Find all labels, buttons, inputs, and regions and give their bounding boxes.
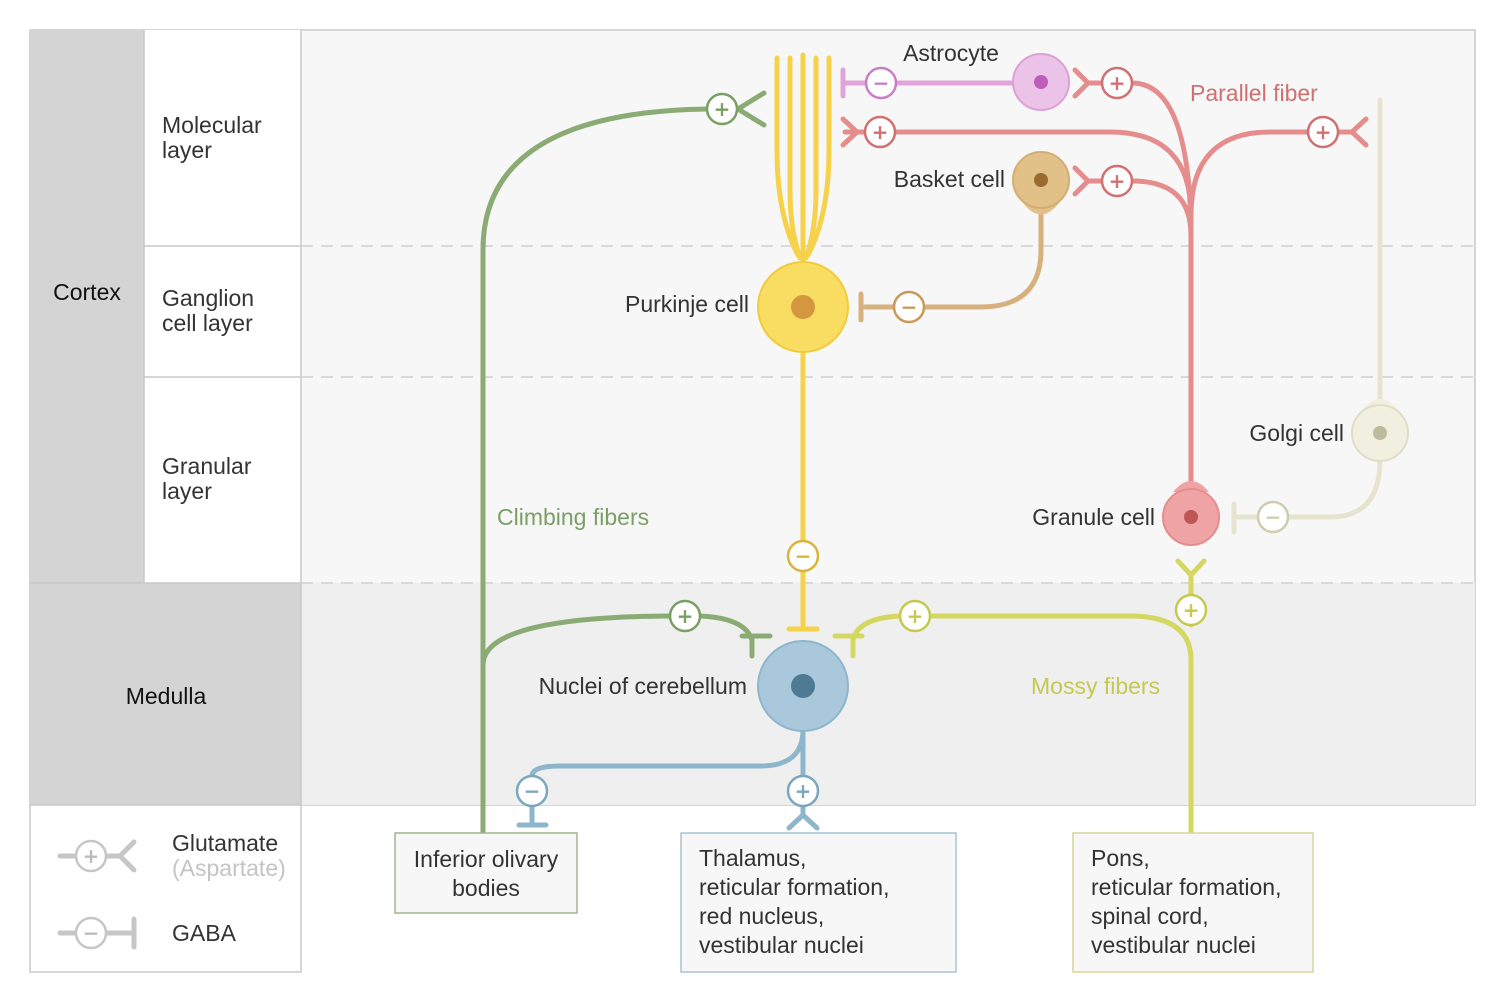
parallel-purkinje-plus-synapse-icon <box>863 115 897 149</box>
svg-text:+: + <box>907 604 924 628</box>
svg-text:−: − <box>83 921 100 945</box>
ganglion-layer-label-line1: Ganglion <box>162 285 254 311</box>
parallel-fiber-label: Parallel fiber <box>1190 80 1318 106</box>
ganglion-layer-label-line2: cell layer <box>162 310 253 336</box>
svg-text:−: − <box>795 544 812 568</box>
purkinje-cell <box>757 52 849 632</box>
granule-cell-label: Granule cell <box>1032 504 1155 530</box>
climbing-fibers <box>480 90 773 835</box>
granular-layer-label-line1: Granular <box>162 453 252 479</box>
basket-cell <box>858 151 1070 323</box>
granular-layer-label-line2: layer <box>162 478 212 504</box>
parallel-astrocyte-plus-synapse-icon <box>1100 66 1134 100</box>
nuclei-thalamus-plus-synapse-icon <box>786 774 820 808</box>
basket-minus-synapse-icon <box>892 290 926 324</box>
svg-text:+: + <box>1109 71 1126 95</box>
parallel-fiber <box>840 67 1369 493</box>
thalamus-box: Thalamus, reticular formation, red nucle… <box>680 832 957 973</box>
svg-text:−: − <box>873 71 890 95</box>
svg-text:−: − <box>1265 505 1282 529</box>
thalamus-line4: vestibular nuclei <box>699 932 864 958</box>
aspartate-label: (Aspartate) <box>172 855 286 881</box>
pons-line3: spinal cord, <box>1091 903 1209 929</box>
astrocyte-cell <box>840 53 1070 111</box>
parallel-golgi-plus-synapse-icon <box>1306 115 1340 149</box>
climbing-fibers-label: Climbing fibers <box>497 504 649 530</box>
purkinje-minus-synapse-icon <box>786 539 820 573</box>
svg-text:−: − <box>901 295 918 319</box>
svg-text:+: + <box>1315 120 1332 144</box>
climbing-plus-synapse-icon <box>705 92 739 126</box>
legend: + Glutamate (Aspartate) − GABA <box>29 804 302 973</box>
svg-text:+: + <box>714 97 731 121</box>
nuclei-of-cerebellum <box>516 640 849 831</box>
svg-text:+: + <box>795 779 812 803</box>
basket-cell-label: Basket cell <box>894 166 1005 192</box>
cortex-label: Cortex <box>53 279 121 305</box>
olivary-line2: bodies <box>452 875 520 901</box>
svg-text:+: + <box>677 604 694 628</box>
golgi-minus-synapse-icon <box>1256 500 1290 534</box>
svg-text:−: − <box>524 779 541 803</box>
olivary-line1: Inferior olivary <box>414 846 559 872</box>
svg-text:+: + <box>83 844 100 868</box>
thalamus-line2: reticular formation, <box>699 874 889 900</box>
pons-box: Pons, reticular formation, spinal cord, … <box>1072 832 1314 973</box>
inferior-olivary-box: Inferior olivary bodies <box>394 832 578 914</box>
granule-cell <box>1162 481 1220 546</box>
golgi-cell <box>1231 97 1409 535</box>
gaba-legend-icon <box>57 916 137 950</box>
mossy-nuclei-plus-synapse-icon <box>898 599 932 633</box>
thalamus-line1: Thalamus, <box>699 845 806 871</box>
mossy-fibers-label: Mossy fibers <box>1031 673 1160 699</box>
mossy-granule-plus-synapse-icon <box>1174 593 1208 627</box>
layer-grid <box>29 29 1476 806</box>
medulla-label: Medulla <box>126 683 207 709</box>
glutamate-legend-icon <box>57 839 137 873</box>
molecular-layer-label-line1: Molecular <box>162 112 262 138</box>
svg-text:+: + <box>1183 598 1200 622</box>
pons-line2: reticular formation, <box>1091 874 1281 900</box>
astrocyte-label: Astrocyte <box>903 40 999 66</box>
thalamus-line3: red nucleus, <box>699 903 824 929</box>
parallel-basket-plus-synapse-icon <box>1100 164 1134 198</box>
molecular-layer-label-line2: layer <box>162 137 212 163</box>
gaba-label: GABA <box>172 920 237 946</box>
svg-text:+: + <box>1109 169 1126 193</box>
glutamate-label: Glutamate <box>172 830 278 856</box>
nuclei-of-cerebellum-label: Nuclei of cerebellum <box>539 673 747 699</box>
climbing-nuclei-plus-synapse-icon <box>668 599 702 633</box>
svg-text:+: + <box>872 120 889 144</box>
nuclei-olivary-minus-synapse-icon <box>515 774 549 808</box>
pons-line1: Pons, <box>1091 845 1150 871</box>
golgi-cell-label: Golgi cell <box>1249 420 1344 446</box>
purkinje-cell-label: Purkinje cell <box>625 291 749 317</box>
pons-line4: vestibular nuclei <box>1091 932 1256 958</box>
astrocyte-minus-synapse-icon <box>864 66 898 100</box>
